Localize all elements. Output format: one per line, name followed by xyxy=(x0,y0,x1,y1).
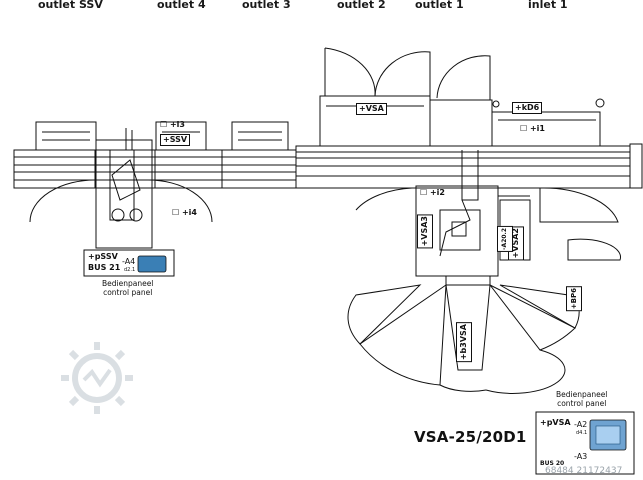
tag-ssv: +SSV xyxy=(160,134,191,146)
label-outlet-4: outlet 4 xyxy=(157,0,206,11)
main-conveyor xyxy=(13,143,643,189)
left-turntable xyxy=(29,179,97,223)
right-panel-title: +pVSA xyxy=(540,418,571,427)
tag-i4: ☐ +i4 xyxy=(172,208,197,217)
vsa-top-arcs xyxy=(319,47,605,147)
right-control-panel-box xyxy=(535,411,635,475)
guard-rails xyxy=(35,121,289,150)
watermark-id: 68484 21172437 xyxy=(545,466,623,476)
tag-i3: ☐ +i3 xyxy=(160,120,185,129)
tag-i1: ☐ +i1 xyxy=(520,124,545,133)
label-outlet-ssv: outlet SSV xyxy=(38,0,103,11)
tag-i2: ☐ +i2 xyxy=(420,188,445,197)
tag-bp6: +BP6 xyxy=(566,286,582,312)
watermark-gear-icon xyxy=(61,342,133,414)
tag-vsa2-small: -A20.2 xyxy=(497,226,513,252)
right-panel-device-top-sub: d4.1 xyxy=(576,430,588,436)
right-panel-caption: Bedienpaneel control panel xyxy=(556,390,608,408)
right-panel-device-top: -A2 xyxy=(574,420,588,429)
left-panel-device: -A4 xyxy=(122,257,136,266)
label-inlet-1: inlet 1 xyxy=(528,0,568,11)
vsa-left-wing xyxy=(355,187,413,211)
tag-kd6: +kD6 xyxy=(512,102,543,114)
ssv-unit xyxy=(95,128,153,249)
vsa-central-body xyxy=(415,150,531,277)
vsa-star-wheel xyxy=(347,276,580,394)
label-outlet-3: outlet 3 xyxy=(242,0,291,11)
label-outlet-1: outlet 1 xyxy=(415,0,464,11)
model-label: VSA-25/20D1 xyxy=(414,428,527,446)
tag-vsa: +VSA xyxy=(356,103,387,115)
left-panel-caption: Bedienpaneel control panel xyxy=(102,279,154,297)
left-panel-bus: BUS 21 xyxy=(88,263,121,272)
left-panel-screen xyxy=(137,255,167,273)
label-outlet-2: outlet 2 xyxy=(337,0,386,11)
tag-b3vsa: +b3VSA xyxy=(456,322,472,363)
left-control-panel-box xyxy=(83,249,175,277)
vsa-right-wing xyxy=(539,187,619,223)
right-panel-bus: BUS 20 xyxy=(540,460,565,467)
right-panel-device-bottom: -A3 xyxy=(574,452,588,461)
left-panel-title: +pSSV xyxy=(88,252,118,261)
left-panel-device-sub: d2.1 xyxy=(124,267,136,273)
tag-vsa3: +VSA3 xyxy=(417,214,433,249)
